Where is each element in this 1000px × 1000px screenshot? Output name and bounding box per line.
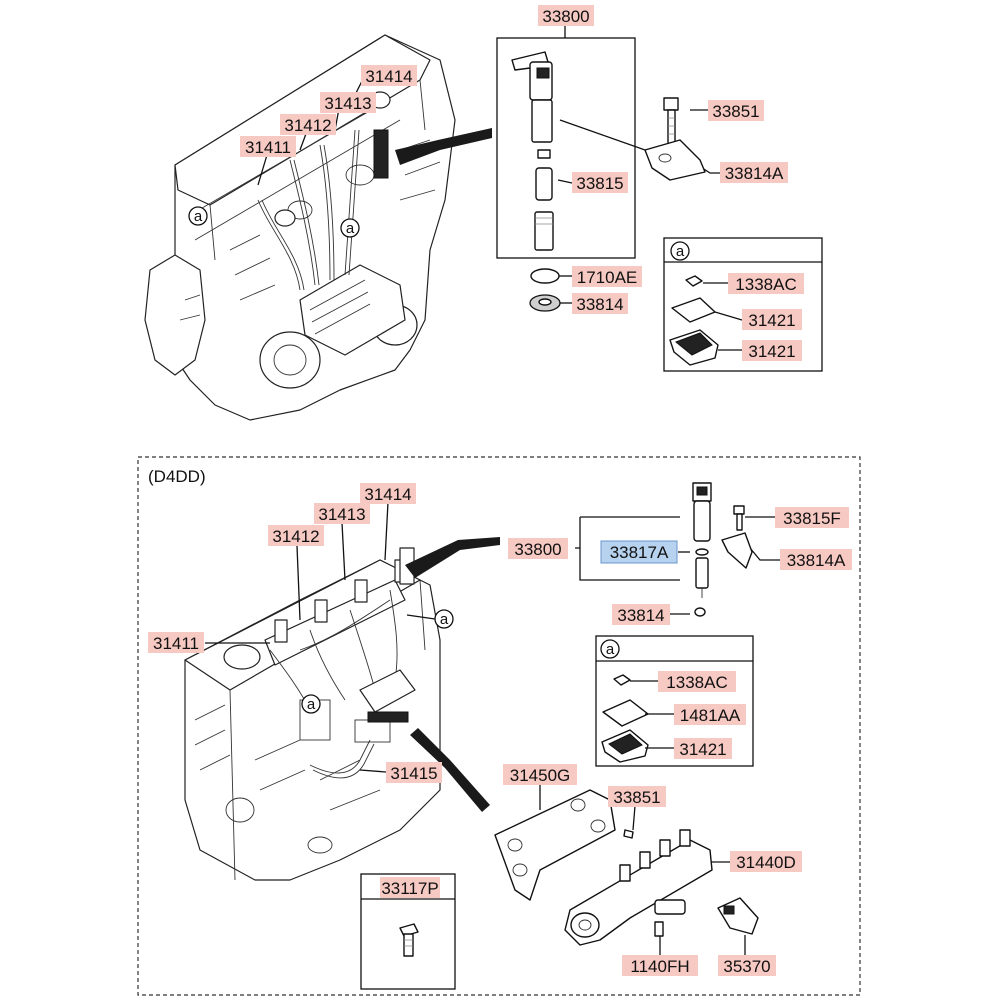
label-bottom-33117P: 33117P [380, 877, 440, 898]
bolt-33815F-drawing [733, 505, 745, 531]
bolt-33117P-drawing [399, 923, 419, 957]
label-top-detail-31421a: 31421 [742, 309, 802, 330]
label-bottom-detail-1338AC: 1338AC [658, 671, 736, 692]
clamp-33814A-d4dd-drawing [721, 532, 753, 569]
svg-text:31414: 31414 [364, 485, 411, 504]
svg-text:31413: 31413 [324, 94, 371, 113]
bottom-engine-block: a a [184, 547, 454, 881]
svg-text:1338AC: 1338AC [666, 673, 727, 692]
injector-assembly-box [496, 37, 636, 259]
injector-33800-d4dd-drawing [692, 482, 712, 617]
top-detail-a-parts [669, 275, 719, 366]
svg-text:33814A: 33814A [725, 164, 784, 183]
washer-33814-drawing [529, 294, 561, 312]
svg-text:33815F: 33815F [783, 509, 841, 528]
bottom-detail-a-box [595, 635, 754, 767]
svg-text:33851: 33851 [712, 102, 759, 121]
bottom-detail-a-marker: a [606, 641, 615, 658]
svg-text:1140FH: 1140FH [630, 957, 689, 976]
svg-text:33814: 33814 [617, 606, 664, 625]
bottom-engine-marker-a2: a [440, 611, 449, 628]
top-detail-a-box [663, 237, 823, 372]
svg-text:35370: 35370 [723, 957, 770, 976]
svg-text:31411: 31411 [245, 138, 291, 157]
d4dd-section-title: (D4DD) [148, 467, 206, 486]
d4dd-section-frame [137, 456, 861, 996]
injector-33800-drawing [511, 51, 554, 251]
svg-text:31413: 31413 [318, 505, 365, 524]
svg-text:33800: 33800 [514, 540, 561, 559]
svg-text:1338AC: 1338AC [735, 275, 796, 294]
svg-text:31450G: 31450G [510, 766, 571, 785]
label-bottom-31411: 31411 [148, 632, 204, 653]
label-top-31411: 31411 [240, 136, 296, 157]
label-top-31412: 31412 [280, 114, 336, 135]
svg-text:31412: 31412 [284, 116, 331, 135]
label-bottom-33851: 33851 [608, 786, 666, 807]
svg-text:33814A: 33814A [787, 551, 846, 570]
bottom-engine-marker-a1: a [307, 696, 316, 713]
top-engine-marker-a1: a [194, 208, 203, 225]
svg-text:31440D: 31440D [736, 853, 796, 872]
top-detail-a-marker: a [676, 243, 685, 260]
bracket-31450G-drawing [494, 789, 616, 901]
label-bottom-33814: 33814 [612, 604, 670, 625]
top-engine-marker-a2: a [346, 220, 355, 237]
bolt-33851-d4dd-drawing [623, 829, 634, 839]
label-top-detail-31421b: 31421 [742, 340, 802, 361]
label-bottom-33815F: 33815F [775, 507, 849, 528]
label-bottom-31412: 31412 [268, 525, 324, 546]
bottom-detail-a-parts [601, 674, 649, 763]
svg-text:33851: 33851 [613, 788, 660, 807]
label-top-33815: 33815 [572, 172, 628, 193]
label-top-detail-1338AC: 1338AC [728, 273, 804, 294]
bolt-33851-drawing [663, 97, 679, 149]
svg-text:31421: 31421 [748, 311, 795, 330]
label-top-33814: 33814 [572, 293, 628, 314]
label-bottom-detail-1481AA: 1481AA [674, 704, 746, 725]
svg-text:33117P: 33117P [381, 879, 438, 898]
label-bottom-detail-31421: 31421 [674, 738, 732, 759]
bolt-33117P-box [360, 873, 456, 990]
label-bottom-35370: 35370 [718, 955, 776, 976]
oring-1710AE-drawing [530, 268, 560, 284]
label-bottom-1140FH: 1140FH [622, 955, 698, 976]
label-bottom-31414: 31414 [360, 483, 416, 504]
svg-text:33814: 33814 [576, 295, 623, 314]
rail-31440D-drawing [564, 829, 713, 946]
label-bottom-31440D: 31440D [730, 851, 802, 872]
svg-text:33815: 33815 [576, 174, 623, 193]
svg-text:33800: 33800 [542, 7, 589, 26]
label-top-31414: 31414 [361, 65, 417, 86]
label-top-31413: 31413 [320, 92, 376, 113]
svg-text:31414: 31414 [365, 67, 412, 86]
label-bottom-31450G: 31450G [503, 764, 577, 785]
label-bottom-31413: 31413 [314, 503, 370, 524]
svg-text:31421: 31421 [748, 342, 795, 361]
label-bottom-33800: 33800 [508, 538, 568, 559]
bottom-pointer-arrow-rail [410, 728, 490, 812]
bolt-1140FH-drawing [654, 921, 664, 937]
svg-text:31411: 31411 [153, 634, 199, 653]
svg-text:31415: 31415 [390, 764, 437, 783]
label-top-1710AE: 1710AE [572, 266, 642, 287]
top-pointer-arrow [395, 128, 492, 165]
label-top-33851: 33851 [708, 100, 764, 121]
svg-text:1710AE: 1710AE [577, 268, 638, 287]
bottom-pointer-arrow-injector [405, 537, 500, 578]
svg-text:1481AA: 1481AA [680, 706, 741, 725]
clamp-33814A-drawing [644, 139, 706, 181]
top-engine-block: a a [144, 34, 456, 421]
label-top-33800: 33800 [538, 5, 594, 26]
svg-text:33817A: 33817A [610, 543, 669, 562]
label-bottom-33817A-highlighted: 33817A [600, 540, 678, 564]
sensor-35370-drawing [717, 897, 759, 935]
label-top-33814A: 33814A [720, 162, 788, 183]
svg-text:31421: 31421 [679, 740, 726, 759]
svg-text:31412: 31412 [272, 527, 319, 546]
label-bottom-31415: 31415 [386, 762, 442, 783]
label-bottom-33814A: 33814A [780, 549, 852, 570]
